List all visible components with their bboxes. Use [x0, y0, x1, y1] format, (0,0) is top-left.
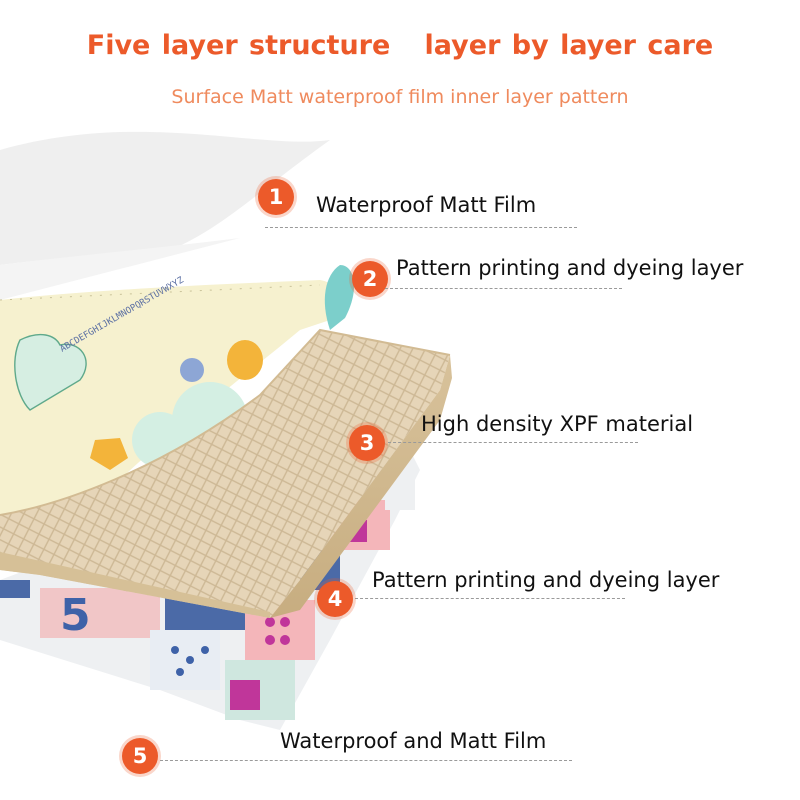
layer-3-number-badge: 3 [349, 425, 385, 461]
xpf-foam-layer [0, 328, 452, 618]
layer-2-number-badge: 2 [352, 261, 388, 297]
layer-4-number-badge: 4 [317, 581, 353, 617]
layer-1-label: Waterproof Matt Film [316, 193, 537, 217]
layer-5-label: Waterproof and Matt Film [280, 729, 547, 753]
layer-3-leader-line [388, 442, 638, 443]
layer-1-leader-line [265, 227, 577, 228]
layer-2-leader-line [385, 288, 622, 289]
layer-5-leader-line [160, 760, 572, 761]
layer-4-leader-line [355, 598, 625, 599]
layer-2-label: Pattern printing and dyeing layer [396, 256, 744, 280]
layer-5-number-badge: 5 [122, 738, 158, 774]
page-title: Five layer structure layer by layer care [86, 30, 714, 61]
top-pattern-layer: ABCDEFGHIJKLMNOPQRSTUVWXYZ [0, 265, 355, 522]
layer-3-label: High density XPF material [421, 412, 694, 436]
layer-4-label: Pattern printing and dyeing layer [372, 568, 720, 592]
digit-five-graphic: 5 [60, 590, 91, 641]
layer-1-number-badge: 1 [258, 179, 294, 215]
page-subtitle: Surface Matt waterproof film inner layer… [171, 86, 629, 108]
waterproof-film-layer [0, 131, 330, 300]
